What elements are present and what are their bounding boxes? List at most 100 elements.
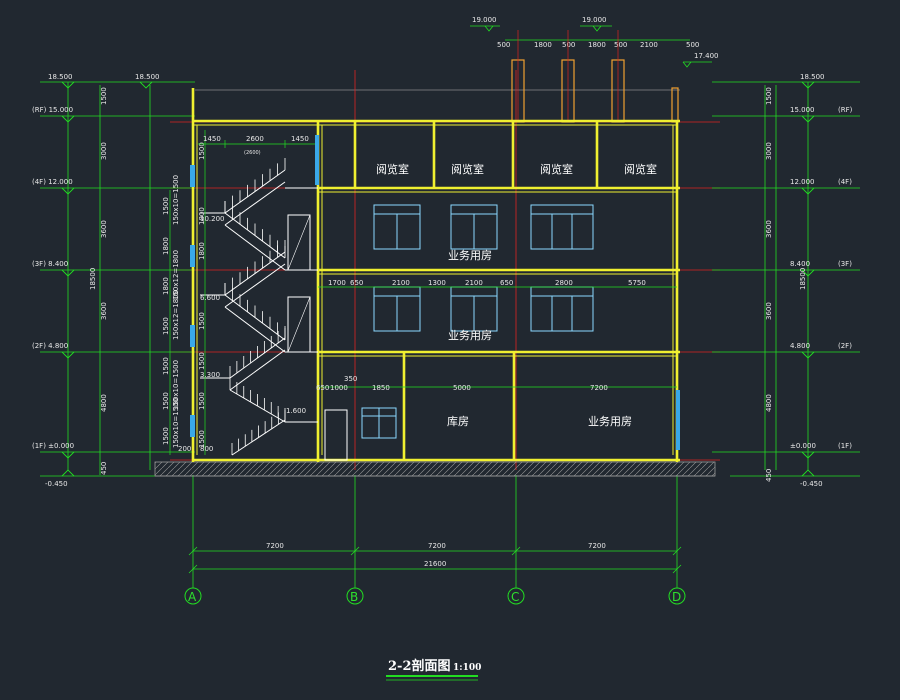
stair-top-dim-text: 1450: [203, 135, 221, 143]
level-text: (2F): [838, 342, 852, 350]
room-label-reading: 阅览室: [451, 162, 484, 176]
svg-text:1500: 1500: [162, 357, 170, 375]
svg-text:1500: 1500: [162, 317, 170, 335]
svg-text:4800: 4800: [100, 394, 108, 412]
room-label-reading: 阅览室: [376, 162, 409, 176]
stair-dim-lines: [169, 130, 206, 455]
right-dim-texts: 1500 3000 3600 3600 4800 450 18500: [765, 87, 807, 482]
svg-text:150x12=1800: 150x12=1800: [172, 250, 180, 300]
svg-text:2100: 2100: [392, 279, 410, 287]
level-text: (RF): [838, 106, 853, 114]
svg-text:3600: 3600: [100, 220, 108, 238]
stair-dim-texts: 1500 1800 1800 1500 1500 1500 1500 150x1…: [162, 142, 206, 448]
svg-text:18500: 18500: [799, 268, 807, 290]
svg-text:1500: 1500: [198, 312, 206, 330]
level-text: (2F) 4.800: [32, 342, 68, 350]
svg-text:3000: 3000: [765, 142, 773, 160]
stair-balusters: [224, 158, 286, 455]
level-text: ±0.000: [790, 442, 816, 450]
level-text: (3F) 8.400: [32, 260, 68, 268]
svg-text:7200: 7200: [590, 384, 608, 392]
level-text: (4F) 12.000: [32, 178, 73, 186]
top-level-text: 19.000: [582, 16, 607, 24]
room-label-storage: 库房: [447, 415, 469, 428]
shaft-center-lines: [517, 30, 619, 120]
top-dim-texts: 500 1800 500 1800 500 2100 500: [497, 41, 699, 49]
axis-label-c: C: [511, 590, 519, 604]
axis-label-d: D: [672, 590, 681, 604]
floor-beams: [193, 124, 677, 357]
svg-text:3600: 3600: [100, 302, 108, 320]
row3-dim-texts: 1700 650 2100 1300 2100 650 2800 5750: [328, 279, 646, 287]
top-dimensions: [470, 25, 712, 68]
room-labels: 阅览室 阅览室 阅览室 阅览室 业务用房 业务用房 库房 业务用房: [376, 162, 657, 428]
level-text: 18.500: [48, 73, 73, 81]
svg-text:2800: 2800: [555, 279, 573, 287]
svg-text:3000: 3000: [100, 142, 108, 160]
stair-level-text: 1.600: [286, 407, 306, 415]
svg-text:1800: 1800: [198, 207, 206, 225]
drawing-scale: 1:100: [453, 663, 481, 673]
room-label-office: 业务用房: [448, 249, 492, 262]
room-label-office: 业务用房: [588, 415, 632, 428]
stair-level-text: 10.200: [200, 215, 225, 223]
svg-text:1800: 1800: [162, 277, 170, 295]
svg-text:1800: 1800: [198, 242, 206, 260]
level-text: (4F): [838, 178, 852, 186]
top-level-text: 17.400: [694, 52, 719, 60]
svg-text:1800: 1800: [588, 41, 606, 49]
room-label-office: 业务用房: [448, 329, 492, 342]
svg-text:2100: 2100: [465, 279, 483, 287]
bottom-small-dim: 200: [178, 445, 191, 453]
svg-text:1500: 1500: [198, 142, 206, 160]
windows: [324, 204, 594, 461]
svg-text:150x10=1500: 150x10=1500: [172, 175, 180, 225]
level-text: 18.500: [800, 73, 825, 81]
svg-text:1850: 1850: [372, 384, 390, 392]
svg-text:150x10=1500: 150x10=1500: [172, 398, 180, 448]
bay-dim-text: 7200: [588, 542, 606, 550]
svg-text:150x10=1500: 150x10=1500: [172, 360, 180, 410]
svg-text:500: 500: [614, 41, 627, 49]
svg-text:3600: 3600: [765, 220, 773, 238]
level-text: (RF) 15.000: [32, 106, 73, 114]
row-dim-lines: [318, 286, 677, 388]
stair-top-sub: (2600): [244, 150, 261, 156]
svg-text:5000: 5000: [453, 384, 471, 392]
room-label-reading: 阅览室: [624, 162, 657, 176]
total-dim-text: 21600: [424, 560, 446, 568]
svg-text:1800: 1800: [162, 237, 170, 255]
svg-text:450: 450: [765, 469, 773, 482]
svg-text:1500: 1500: [765, 87, 773, 105]
svg-text:1500: 1500: [198, 392, 206, 410]
left-level-markers: [61, 81, 153, 477]
svg-text:18500: 18500: [89, 268, 97, 290]
axis-label-a: A: [188, 590, 197, 604]
svg-text:1700: 1700: [328, 279, 346, 287]
facade-glazing: [190, 135, 680, 450]
top-level-text: 19.000: [472, 16, 497, 24]
svg-text:500: 500: [686, 41, 699, 49]
svg-text:1500: 1500: [198, 430, 206, 448]
svg-text:1000: 1000: [330, 384, 348, 392]
level-text: 12.000: [790, 178, 815, 186]
bay-dim-text: 7200: [428, 542, 446, 550]
roof-shafts: [511, 59, 679, 123]
right-dimensions: [712, 81, 860, 477]
svg-text:500: 500: [562, 41, 575, 49]
svg-text:1500: 1500: [100, 87, 108, 105]
svg-text:4800: 4800: [765, 394, 773, 412]
bottom-small-dim: 800: [200, 445, 213, 453]
svg-text:2100: 2100: [640, 41, 658, 49]
ground: [154, 461, 716, 477]
stair-top-dim-text: 2600: [246, 135, 264, 143]
stair-top-dim: [198, 140, 315, 148]
axis-bubbles: [184, 587, 686, 605]
level-text: 4.800: [790, 342, 810, 350]
svg-text:650: 650: [500, 279, 513, 287]
svg-text:1500: 1500: [162, 392, 170, 410]
axis-label-b: B: [350, 590, 358, 604]
svg-text:500: 500: [497, 41, 510, 49]
stair-level-text: 3.300: [200, 371, 220, 379]
